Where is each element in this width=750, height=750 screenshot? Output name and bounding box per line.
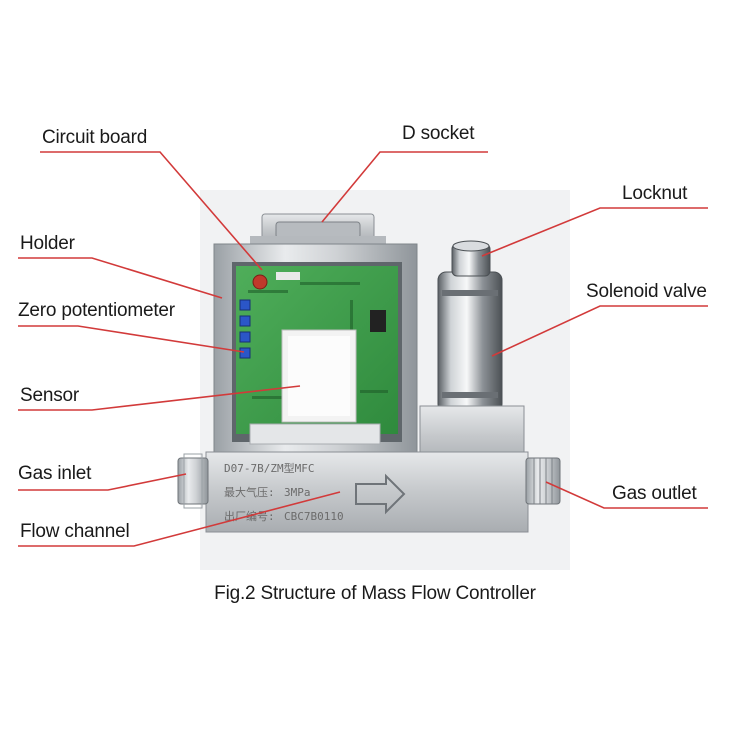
d-socket: [250, 213, 386, 246]
label-d-socket: D socket: [402, 123, 475, 144]
leader-holder: [18, 257, 223, 299]
leader-flow-channel: [18, 491, 341, 547]
label-zero-potentiometer: Zero potentiometer: [18, 300, 175, 321]
label-holder: Holder: [20, 233, 75, 254]
solenoid-valve: [437, 271, 503, 413]
flow-channel: [205, 451, 529, 533]
leader-circuit-board: [40, 151, 263, 271]
locknut: [451, 240, 491, 277]
leader-gas-inlet: [18, 473, 187, 491]
gas-inlet-fitting: [177, 453, 209, 509]
label-sensor: Sensor: [20, 385, 80, 406]
label-gas-inlet: Gas inlet: [18, 463, 92, 484]
leader-lines: [18, 151, 708, 547]
leader-solenoid-valve: [491, 305, 708, 357]
leader-d-socket: [321, 151, 488, 223]
nameplate-model: D07-7B/ZM型MFC: [224, 461, 314, 475]
nameplate-max-pressure-value: 3MPa: [284, 486, 311, 499]
nameplate-max-pressure-label: 最大气压:: [224, 485, 275, 499]
label-solenoid-valve: Solenoid valve: [586, 281, 707, 302]
figure-caption: Fig.2 Structure of Mass Flow Controller: [214, 583, 536, 604]
leader-gas-outlet: [545, 481, 708, 509]
label-gas-outlet: Gas outlet: [612, 483, 697, 504]
label-locknut: Locknut: [622, 183, 688, 204]
zero-potentiometer: [239, 299, 251, 359]
sensor-base: [249, 423, 381, 445]
label-circuit-board: Circuit board: [42, 127, 148, 148]
label-flow-channel: Flow channel: [20, 521, 130, 542]
sensor: [281, 329, 357, 423]
leader-sensor: [18, 385, 301, 411]
leader-locknut: [481, 207, 708, 257]
gas-outlet-fitting: [525, 457, 561, 505]
leader-zero-potentiometer: [18, 325, 245, 353]
nameplate-serial-value: CBC7B0110: [284, 510, 344, 523]
